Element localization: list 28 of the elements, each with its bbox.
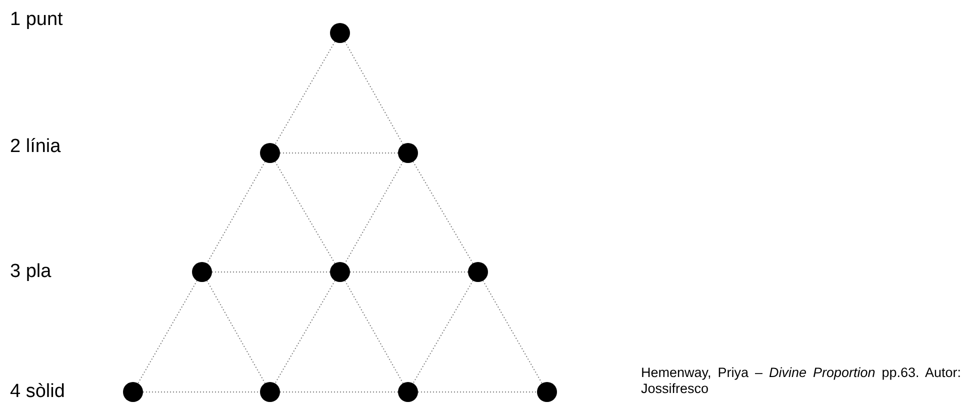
dotted-line xyxy=(274,280,336,384)
dotted-line xyxy=(280,152,398,154)
dot xyxy=(192,262,212,282)
level-label: 2 línia xyxy=(10,136,61,158)
dotted-line xyxy=(137,280,198,384)
dot xyxy=(260,382,280,402)
dot xyxy=(537,382,557,402)
level-label: 3 pla xyxy=(10,261,52,283)
dotted-line xyxy=(412,161,474,264)
dotted-line xyxy=(274,161,336,264)
dot xyxy=(330,262,350,282)
dotted-line xyxy=(344,280,404,384)
dotted-line xyxy=(206,280,266,384)
dotted-line xyxy=(344,41,404,145)
dotted-line xyxy=(274,41,336,145)
level-label: 4 sòlid xyxy=(10,381,65,403)
dot xyxy=(260,143,280,163)
dotted-line xyxy=(206,161,266,264)
dot xyxy=(468,262,488,282)
source-caption: Hemenway, Priya – Divine Proportion pp.63. Autor: Jossifresco xyxy=(641,365,961,397)
level-label: 1 punt xyxy=(10,9,63,31)
dot xyxy=(330,23,350,43)
dotted-line xyxy=(412,280,474,384)
dot xyxy=(398,382,418,402)
dotted-line xyxy=(344,161,404,264)
dot xyxy=(123,382,143,402)
dotted-line xyxy=(482,280,543,384)
dot xyxy=(398,143,418,163)
